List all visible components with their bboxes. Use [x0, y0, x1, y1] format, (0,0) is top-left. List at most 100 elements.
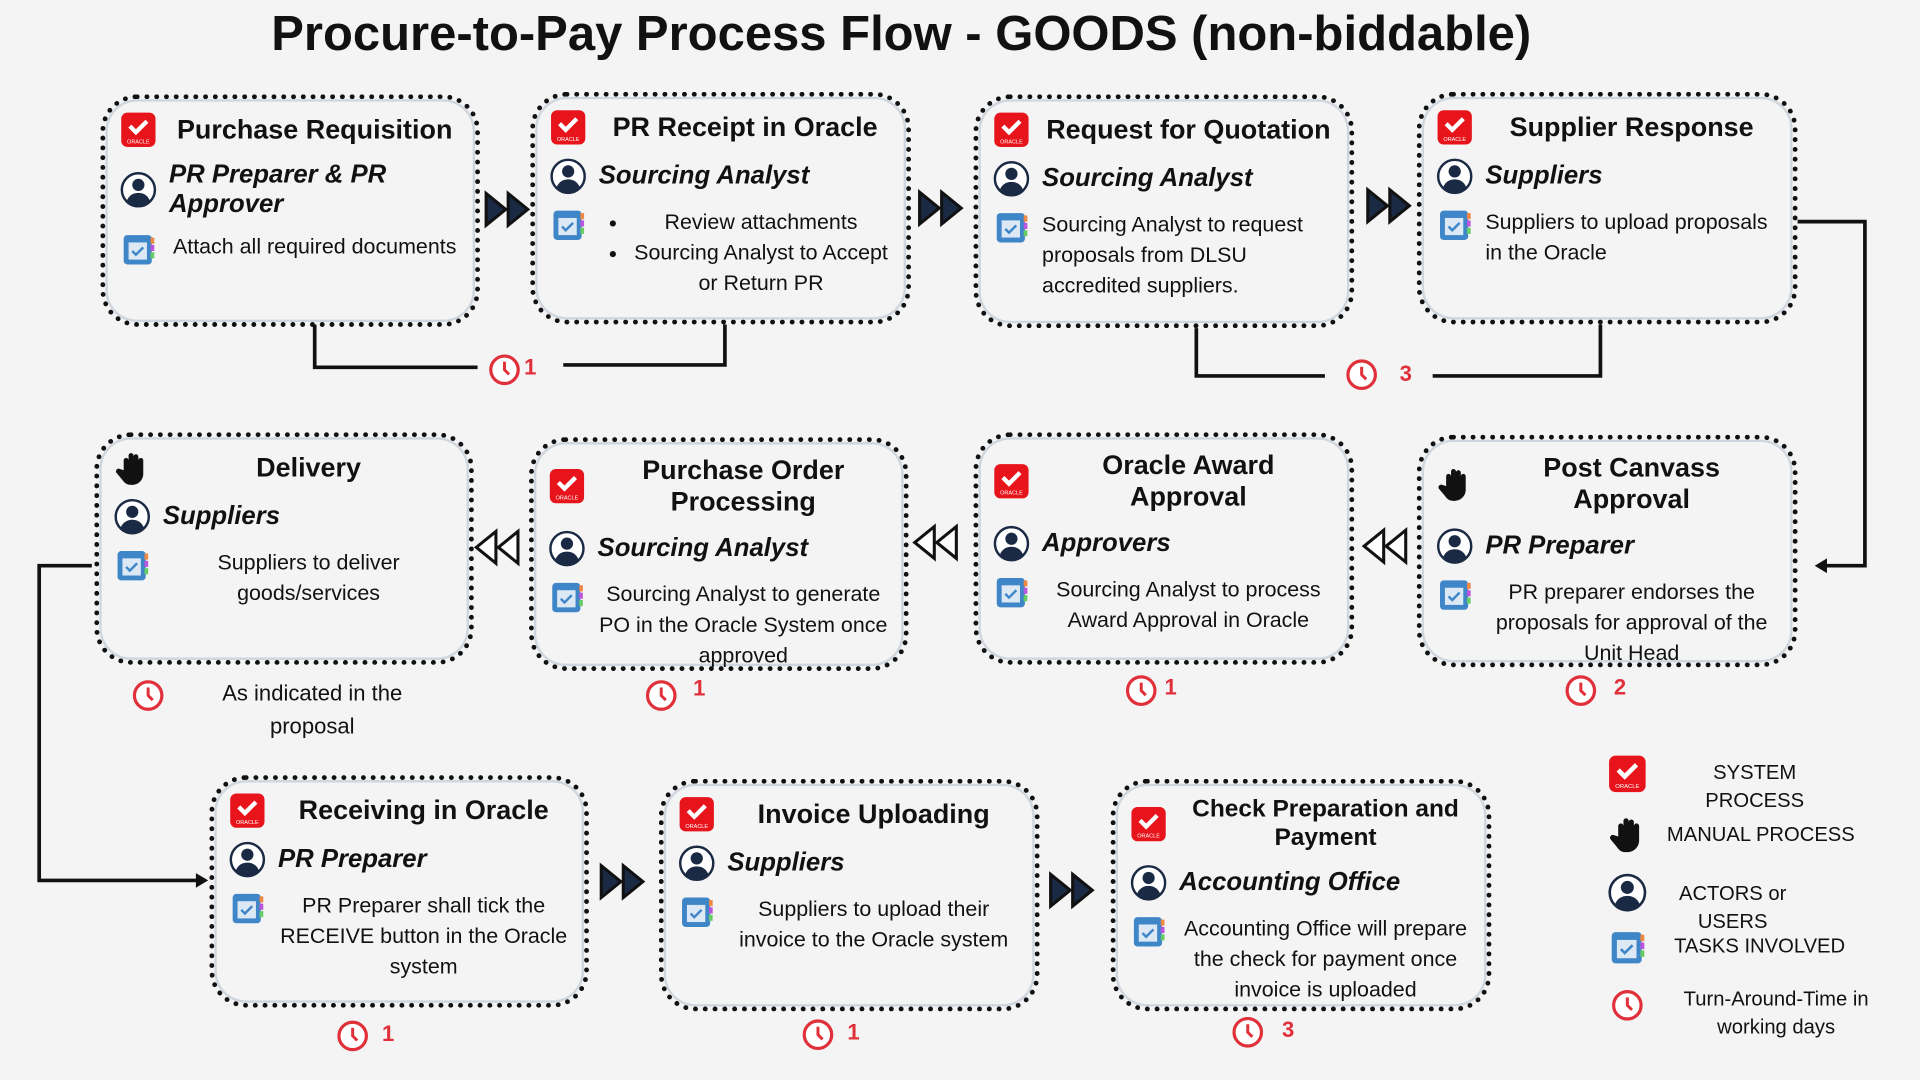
double-arrow-left-icon — [912, 523, 958, 562]
svg-text:ORACLE: ORACLE — [685, 824, 708, 830]
actor-icon — [550, 158, 587, 195]
clock-icon — [1345, 358, 1379, 392]
turnaround-time: 1 — [382, 1021, 395, 1046]
step-actor-row: Suppliers — [1436, 158, 1778, 195]
turnaround-time: 1 — [847, 1020, 860, 1045]
oracle-system-icon: ORACLE — [550, 109, 587, 146]
task-icon — [550, 207, 587, 244]
step-actor: Sourcing Analyst — [1042, 164, 1253, 193]
legend-label: TASKS INVOLVED — [1674, 935, 1846, 958]
step-task-row: Review attachmentsSourcing Analyst to Ac… — [550, 207, 892, 299]
step-title-row: ORACLE Supplier Response — [1436, 109, 1778, 146]
step-title: Receiving in Oracle — [298, 794, 549, 826]
oracle-system-icon: ORACLE — [229, 792, 266, 829]
step-actor-row: Accounting Office — [1130, 864, 1472, 901]
legend-task-icon — [1608, 928, 1647, 967]
step-title: Delivery — [256, 451, 361, 483]
double-arrow-right-icon — [1049, 871, 1095, 910]
clock-icon — [1564, 673, 1598, 707]
step-actor: PR Preparer — [277, 844, 427, 874]
task-icon — [114, 547, 151, 584]
actor-icon — [114, 498, 151, 535]
double-arrow-left-icon — [473, 528, 520, 567]
legend-oracle-system-icon: ORACLE — [1608, 754, 1647, 793]
task-icon — [549, 579, 586, 616]
turnaround-time: 2 — [1613, 674, 1627, 700]
step-actor: Sourcing Analyst — [598, 161, 810, 190]
step-task-row: PR Preparer shall tick the RECEIVE butto… — [229, 890, 569, 982]
step-task-row: Accounting Office will prepare the check… — [1130, 913, 1472, 1005]
process-step-post-canvass-approval: Post Canvass Approval PR Preparer PR prepa… — [1416, 434, 1798, 668]
svg-text:ORACLE: ORACLE — [1615, 784, 1639, 790]
task-icon — [993, 209, 1030, 246]
actor-icon — [993, 160, 1030, 197]
step-actor-row: PR Preparer & PR Approver — [120, 160, 460, 219]
connector-line — [1194, 328, 1325, 378]
clock-icon — [336, 1019, 370, 1053]
legend-manual-hand-icon — [1608, 814, 1647, 853]
step-actor-row: Sourcing Analyst — [550, 158, 892, 195]
clock-icon — [1124, 673, 1158, 707]
step-task-row: Suppliers to deliver goods/services — [114, 547, 454, 608]
svg-text:ORACLE: ORACLE — [1000, 491, 1023, 497]
step-actor-row: Sourcing Analyst — [993, 160, 1335, 197]
svg-text:ORACLE: ORACLE — [1443, 137, 1466, 143]
oracle-system-icon: ORACLE — [993, 463, 1030, 500]
step-task: Attach all required documents — [172, 233, 457, 259]
clock-icon — [1231, 1015, 1265, 1049]
step-task: Suppliers to upload their invoice to the… — [739, 896, 1009, 952]
task-bullet: Sourcing Analyst to Accept or Return PR — [631, 238, 892, 299]
step-task: PR Preparer shall tick the RECEIVE butto… — [280, 892, 568, 979]
step-task: PR preparer endorses the proposals for a… — [1495, 579, 1768, 665]
step-actor-row: Suppliers — [114, 498, 454, 535]
step-actor: Suppliers — [1485, 161, 1603, 190]
turnaround-time: 1 — [1164, 674, 1177, 700]
task-icon — [1436, 577, 1473, 614]
step-title: Invoice Uploading — [757, 798, 990, 829]
connector-line — [1797, 219, 1867, 568]
double-arrow-left-icon — [1361, 526, 1408, 566]
step-task: Suppliers to deliver goods/services — [217, 549, 400, 605]
process-step-receiving-in-oracle: ORACLE Receiving in Oracle PR Preparer PR P… — [209, 775, 589, 1008]
task-bullet: Review attachments — [631, 207, 892, 238]
svg-text:ORACLE: ORACLE — [1137, 834, 1160, 840]
step-title: Check Preparation and Payment — [1192, 795, 1459, 852]
svg-text:ORACLE: ORACLE — [556, 496, 579, 502]
step-actor: PR Preparer & PR Approver — [168, 160, 387, 218]
turnaround-time: 1 — [693, 675, 706, 701]
turnaround-time: 1 — [524, 355, 537, 380]
task-icon — [120, 231, 157, 268]
clock-icon — [644, 678, 678, 712]
step-task: Accounting Office will prepare the check… — [1183, 915, 1468, 1002]
step-actor: Approvers — [1042, 528, 1171, 558]
step-title-row: Post Canvass Approval — [1436, 452, 1778, 516]
double-arrow-right-icon — [1366, 186, 1412, 225]
actor-icon — [993, 525, 1030, 562]
task-icon — [993, 574, 1030, 611]
step-title: Purchase Order Processing — [642, 454, 845, 517]
turnaround-time: 3 — [1282, 1017, 1295, 1043]
step-title: Supplier Response — [1509, 111, 1754, 143]
actor-icon — [678, 845, 715, 882]
step-title-row: ORACLE Invoice Uploading — [678, 796, 1020, 833]
task-icon — [229, 890, 266, 927]
legend-label: Turn-Around-Time in working days — [1683, 988, 1869, 1039]
actor-icon — [229, 841, 266, 878]
step-task-row: Sourcing Analyst to process Award Approv… — [993, 574, 1335, 635]
step-actor: PR Preparer — [1485, 531, 1634, 560]
step-actor-row: PR Preparer — [229, 841, 569, 878]
arrowhead-right — [195, 873, 209, 888]
step-task: Sourcing Analyst to process Award Approv… — [1056, 576, 1321, 632]
connector-line — [1432, 324, 1603, 378]
